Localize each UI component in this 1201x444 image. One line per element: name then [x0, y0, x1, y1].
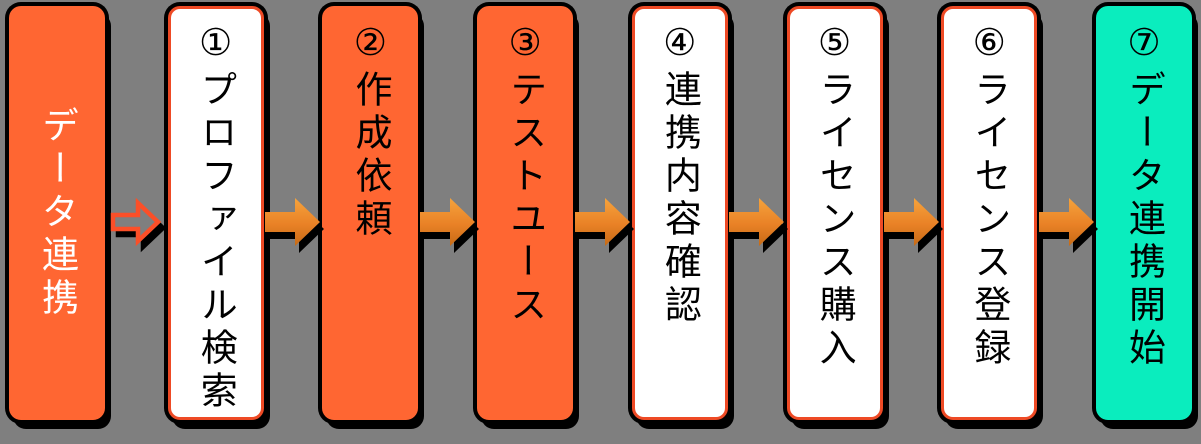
step-label: ライセンス登録: [967, 70, 1011, 371]
flow-connector-3: [418, 6, 477, 438]
step-text: ②作成依頼: [348, 21, 392, 242]
step-number-badge: ⑥: [967, 21, 1011, 70]
step-number-badge: ②: [348, 21, 392, 70]
step-label: 作成依頼: [348, 70, 392, 242]
step-label: プロファイル検索: [194, 70, 238, 414]
flow-connector-7: [1037, 6, 1096, 438]
step-text: ③テストユース: [503, 21, 547, 328]
step-text: ④連携内容確認: [658, 21, 702, 328]
flow-connector-5: [728, 6, 787, 438]
step-number-badge: ⑦: [1122, 21, 1166, 70]
step-label: データ連携: [35, 105, 79, 321]
step-label: テストユース: [503, 70, 547, 328]
flow-step-2: ②作成依頼: [322, 6, 419, 420]
flow-connector-2: [264, 6, 323, 438]
right-arrow-icon: [574, 198, 630, 246]
right-arrow-icon: [883, 198, 939, 246]
step-text: ⑦データ連携開始: [1122, 21, 1166, 371]
right-arrow-icon: [419, 198, 475, 246]
flow-step-4: ④連携内容確認: [631, 6, 728, 420]
flow-step-6: ⑥ライセンス登録: [941, 6, 1038, 420]
step-number-badge: ④: [658, 21, 702, 70]
step-label: データ連携開始: [1122, 70, 1166, 371]
flow-connector-4: [573, 6, 632, 438]
step-label: 連携内容確認: [658, 70, 702, 328]
step-text: ①プロファイル検索: [194, 21, 238, 414]
step-number-badge: ⑤: [813, 21, 857, 70]
right-arrow-icon: [729, 198, 785, 246]
flow-step-1: ①プロファイル検索: [167, 6, 264, 420]
flow-connector-1: [105, 6, 168, 438]
flow-step-start: データ連携: [9, 6, 105, 420]
step-text: ⑥ライセンス登録: [967, 21, 1011, 371]
flow-connector-6: [883, 6, 942, 438]
step-number-badge: ③: [503, 21, 547, 70]
flow-step-5: ⑤ライセンス購入: [786, 6, 883, 420]
right-arrow-icon: [1038, 198, 1094, 246]
right-arrow-outline-icon: [111, 197, 162, 247]
step-text: ⑤ライセンス購入: [813, 21, 857, 371]
step-label: ライセンス購入: [813, 70, 857, 371]
flow-step-3: ③テストユース: [477, 6, 574, 420]
flow-step-7: ⑦データ連携開始: [1096, 6, 1193, 420]
step-number-badge: ①: [194, 21, 238, 70]
step-text: データ連携: [35, 105, 79, 321]
right-arrow-icon: [265, 198, 321, 246]
